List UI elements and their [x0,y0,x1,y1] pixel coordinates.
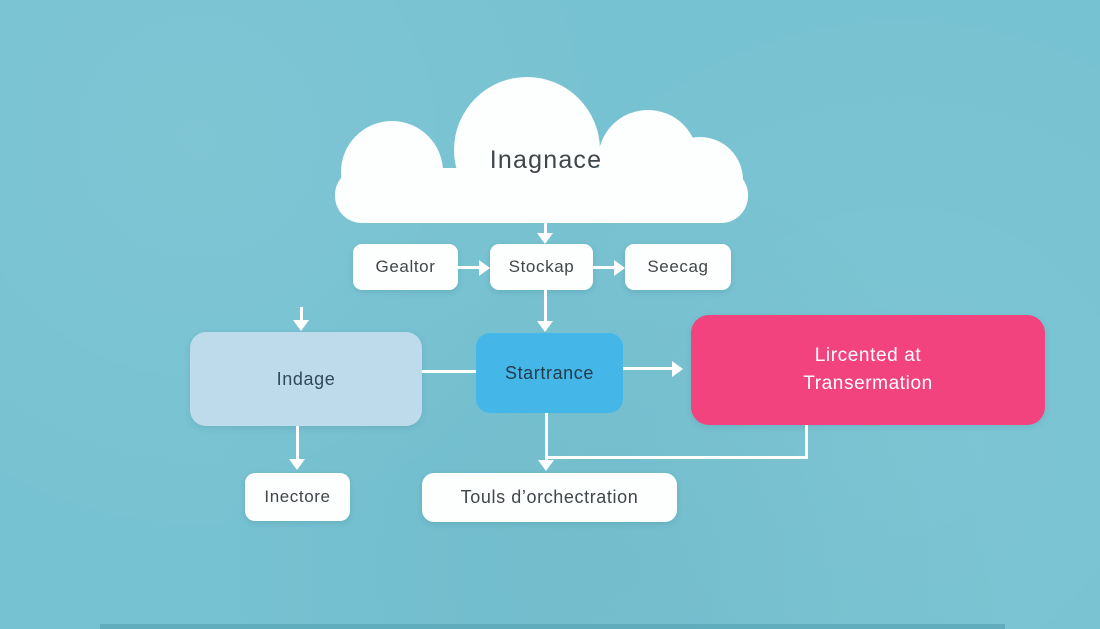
connector-indage-to-startrance [422,370,476,373]
connector-join-horizontal [545,456,808,459]
cloud-label: Inagnace [489,146,603,174]
node-inectore: Inectore [245,473,350,521]
connector-cloud-to-stockap [544,220,547,235]
node-seecag: Seecag [625,244,731,290]
node-gealtor: Gealtor [353,244,458,290]
node-startrance-label: Startrance [504,362,595,383]
node-stockap: Stockap [490,244,593,290]
connector-into-indage [300,307,303,322]
node-seecag-label: Seecag [647,257,709,276]
connector-pink-down [805,425,808,459]
connector-gealtor-to-stockap [458,266,480,269]
node-inectore-label: Inectore [264,487,331,506]
connector-startrance-down [545,413,548,461]
arrowhead-stockap-to-seecag [614,260,625,276]
arrowhead-into-touls [538,460,554,471]
arrowhead-stockap-to-startrance [537,321,553,332]
connector-indage-to-inectore [296,426,299,460]
arrowhead-into-indage [293,320,309,331]
node-pink-box: Lircented at Transermation [691,315,1045,425]
node-touls-label: Touls d’orchectration [460,487,639,507]
connector-stockap-to-startrance [544,290,547,322]
node-pink-box-line1: Lircented at [814,345,922,366]
connector-stockap-to-seecag [593,266,615,269]
arrowhead-cloud-to-stockap [537,233,553,244]
node-touls: Touls d’orchectration [422,473,677,522]
node-startrance: Startrance [476,333,623,413]
node-stockap-label: Stockap [508,257,575,276]
connector-startrance-to-pink [623,367,673,370]
node-indage: Indage [190,332,422,426]
node-gealtor-label: Gealtor [375,257,436,276]
arrowhead-startrance-to-pink [672,361,683,377]
node-indage-label: Indage [276,368,336,389]
arrowhead-indage-to-inectore [289,459,305,470]
bottom-strip-decoration [100,624,1005,629]
arrowhead-gealtor-to-stockap [479,260,490,276]
node-pink-box-line2: Transermation [803,373,933,394]
cloud-shape [335,77,748,223]
